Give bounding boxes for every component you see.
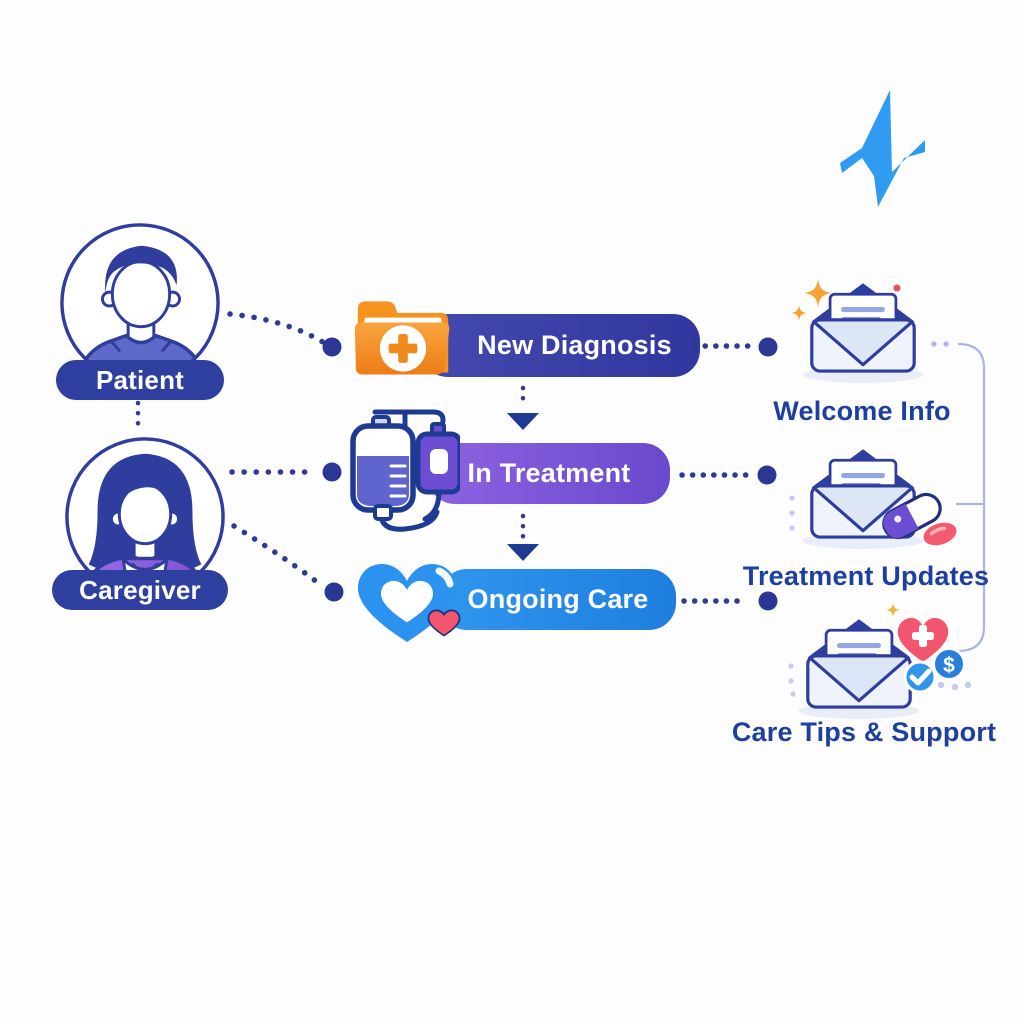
care-badges-icon: $ <box>897 618 966 694</box>
stage-label: Ongoing Care <box>467 584 649 614</box>
capsule-icon <box>882 492 942 540</box>
stage-label: In Treatment <box>467 458 631 488</box>
hearts-icon <box>357 564 461 642</box>
stage-pill-new-diagnosis: New Diagnosis <box>421 314 700 377</box>
email-label-treatment-updates: Treatment Updates <box>742 561 990 591</box>
medical-folder-icon <box>354 301 450 375</box>
pills-icon <box>882 492 957 546</box>
check-badge-icon <box>903 660 937 694</box>
iv-drip-icon <box>350 409 460 532</box>
patient-to-new-diagnosis-line <box>227 311 329 347</box>
actor-label-patient: Patient <box>56 360 224 400</box>
email-label-welcome-info: Welcome Info <box>773 396 951 426</box>
red-pill-icon <box>923 522 957 546</box>
arrowhead-1 <box>507 413 539 430</box>
stage-pill-ongoing-care: Ongoing Care <box>440 569 676 630</box>
arrowhead-2 <box>507 544 539 561</box>
heart-cross-icon <box>897 618 949 662</box>
stage-label: New Diagnosis <box>477 330 672 360</box>
stage-pill-in-treatment: In Treatment <box>428 443 670 504</box>
caregiver-to-ongoing-care-line <box>231 523 325 589</box>
open-envelope-icon <box>799 274 927 384</box>
dollar-badge-icon: $ <box>932 647 966 681</box>
dollar-glyph: $ <box>943 654 955 677</box>
pulse-n-logo-icon <box>840 90 925 207</box>
email-label-care-tips-support: Care Tips & Support <box>731 717 997 747</box>
actor-label-caregiver: Caregiver <box>52 570 228 610</box>
